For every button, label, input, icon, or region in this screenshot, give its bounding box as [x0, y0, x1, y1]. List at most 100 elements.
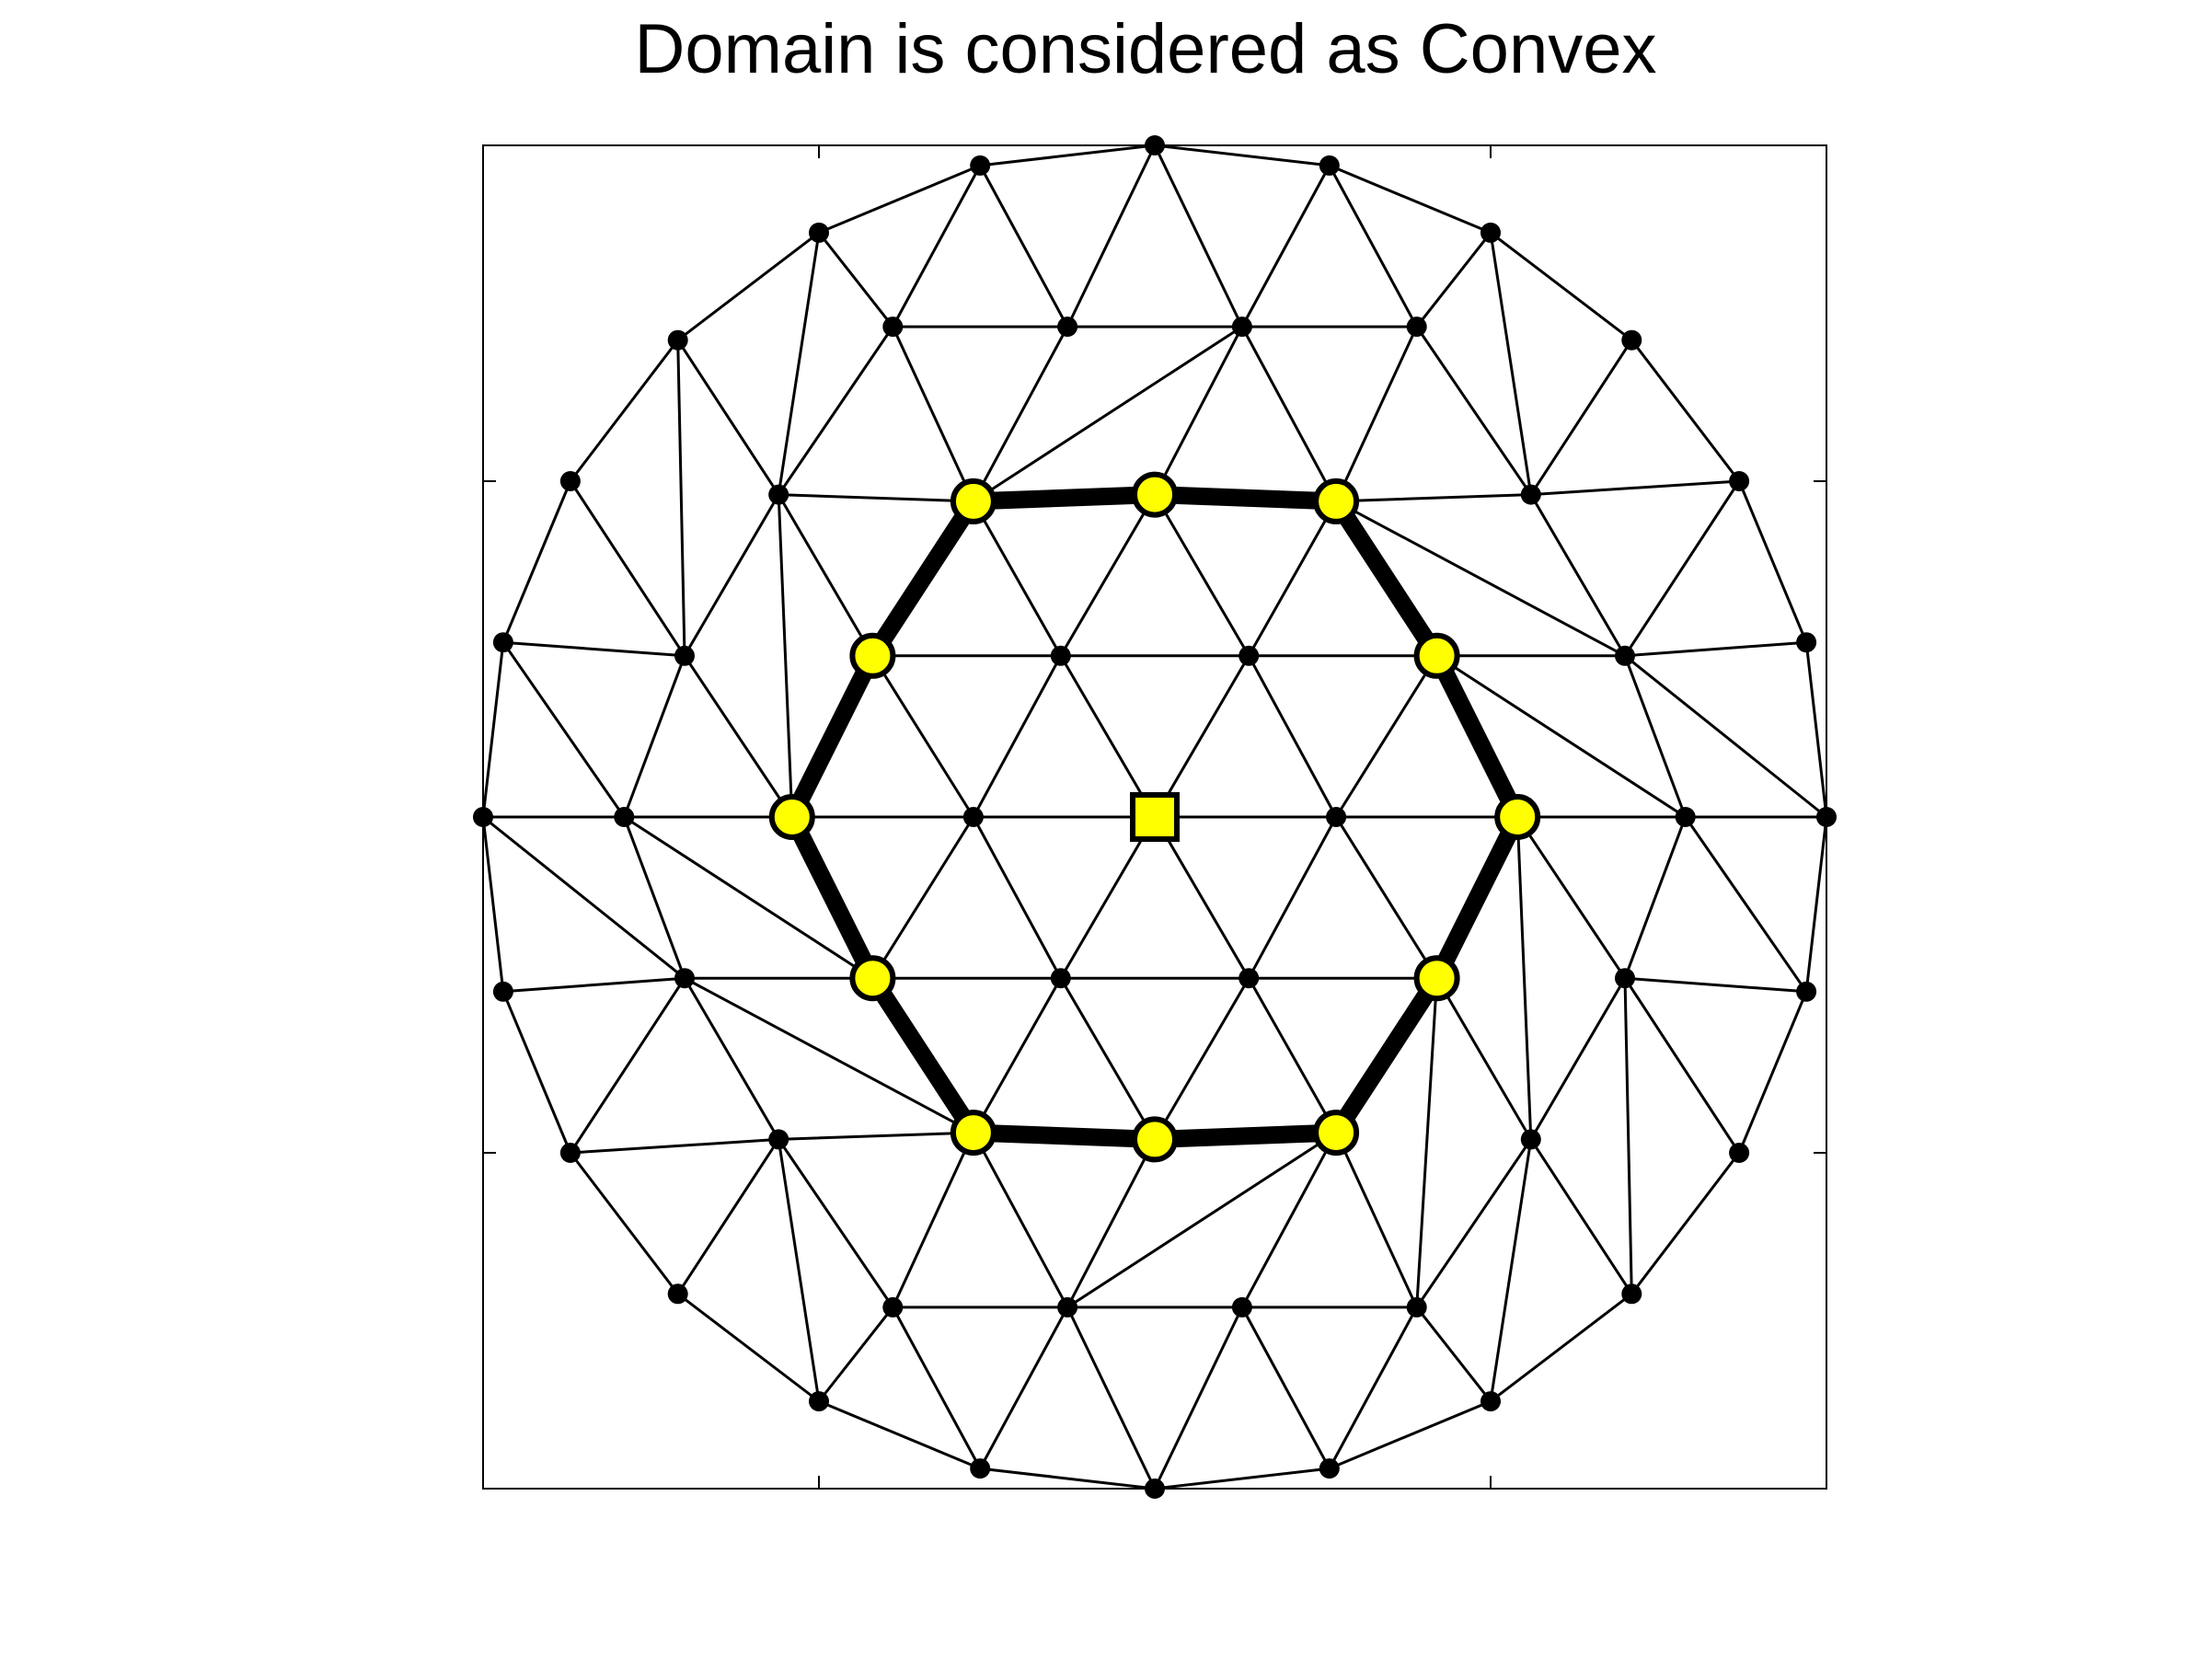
mesh-node: [1050, 968, 1071, 989]
mesh-edge: [1804, 815, 1828, 994]
mesh-edge: [817, 231, 894, 328]
mesh-node: [674, 645, 695, 666]
mesh-edge: [1415, 325, 1533, 497]
mesh-edge: [817, 164, 982, 235]
mesh-edges: [481, 144, 1828, 1490]
mesh-edge: [777, 1131, 975, 1141]
mesh-node: [1796, 981, 1817, 1002]
mesh-edge: [683, 976, 975, 1134]
mesh-node: [1480, 1391, 1501, 1412]
mesh-node: [768, 484, 789, 505]
mesh-node: [1816, 807, 1837, 827]
mesh-edge: [972, 500, 1063, 658]
mesh-edge: [1515, 815, 1533, 1141]
mesh-edge: [1415, 1137, 1533, 1309]
mesh-node: [1621, 1283, 1642, 1305]
mesh-edge: [569, 479, 686, 658]
mesh-edge: [777, 1137, 894, 1309]
mesh-edge: [1328, 1399, 1492, 1470]
mesh-edge: [1623, 479, 1741, 658]
mesh-edge: [1066, 1306, 1157, 1490]
mesh-node: [492, 981, 513, 1002]
mesh-edge: [501, 976, 686, 994]
mesh-edge: [870, 654, 975, 819]
mesh-edge: [1623, 815, 1688, 980]
mesh-edge: [1240, 1306, 1331, 1470]
mesh-edge: [683, 976, 780, 1141]
mesh-edge: [1630, 1151, 1741, 1295]
mesh-node: [1480, 222, 1501, 243]
highlight-node: [1413, 955, 1460, 1002]
mesh-edge: [1334, 815, 1439, 980]
mesh-node: [473, 807, 493, 827]
mesh-node: [667, 329, 688, 351]
mesh-node: [492, 632, 513, 653]
mesh-edge: [891, 1306, 982, 1470]
mesh-edge: [1059, 815, 1157, 980]
highlight-node: [1132, 1116, 1178, 1163]
mesh-node: [1238, 968, 1260, 989]
mesh-edge: [972, 325, 1069, 503]
mesh-edge: [1059, 493, 1157, 658]
mesh-node: [674, 968, 695, 989]
mesh-node: [1231, 316, 1252, 338]
mesh-node: [1326, 807, 1347, 827]
mesh-edge: [569, 1137, 780, 1155]
mesh-edge: [1153, 325, 1244, 497]
mesh-node: [559, 471, 581, 491]
center-square-marker: [1130, 792, 1180, 842]
mesh-edge: [1247, 815, 1338, 980]
mesh-edge: [683, 493, 780, 658]
mesh-edge: [569, 976, 686, 1155]
mesh-node: [667, 1283, 688, 1305]
mesh-edge: [501, 990, 572, 1155]
mesh-edge: [1153, 815, 1250, 980]
mesh-node: [970, 1458, 991, 1479]
highlight-node: [849, 632, 896, 679]
mesh-edge: [972, 325, 1244, 503]
highlight-node: [1313, 478, 1360, 524]
mesh-edge: [891, 325, 975, 503]
mesh-edge: [1529, 493, 1627, 658]
mesh-edge: [569, 1151, 680, 1295]
mesh-node: [1520, 484, 1541, 505]
mesh-edge: [1623, 640, 1808, 658]
figure-title: Domain is considered as Convex: [634, 10, 1657, 88]
mesh-edge: [1415, 231, 1492, 328]
mesh-node: [1145, 1479, 1165, 1499]
mesh-edge: [972, 976, 1063, 1134]
mesh-edge: [1804, 640, 1828, 819]
mesh-edge: [1435, 654, 1688, 819]
mesh-edge: [1623, 654, 1828, 819]
mesh-node: [882, 316, 904, 338]
mesh-edge: [1415, 1306, 1492, 1403]
mesh-node: [1796, 632, 1817, 653]
mesh-edge: [676, 231, 821, 342]
mesh-edge: [622, 815, 686, 980]
mesh-edge: [1623, 976, 1741, 1155]
mesh-edge: [777, 1137, 821, 1403]
mesh-edge: [1153, 1467, 1331, 1490]
mesh-edge: [1247, 654, 1338, 819]
highlight-node: [1494, 794, 1541, 840]
mesh-edge: [972, 1131, 1069, 1309]
mesh-edge: [1737, 479, 1808, 644]
mesh-node: [1675, 807, 1696, 827]
mesh-edge: [1334, 1131, 1419, 1309]
mesh-edge: [978, 1467, 1157, 1490]
highlight-node: [1313, 1110, 1360, 1156]
mesh-edge: [676, 339, 686, 658]
mesh-edge: [1529, 1137, 1633, 1295]
mesh-edge: [676, 1137, 780, 1295]
mesh-edge: [1247, 976, 1338, 1134]
mesh-edge: [1334, 654, 1439, 819]
mesh-edge: [1153, 654, 1250, 819]
mesh-node: [970, 155, 991, 176]
mesh-edge: [1247, 500, 1338, 658]
mesh-node: [1729, 471, 1750, 491]
mesh-node: [1050, 645, 1071, 666]
mesh-node: [559, 1143, 581, 1163]
mesh-edge: [777, 325, 894, 497]
mesh-edge: [972, 815, 1063, 980]
mesh-edge: [1153, 493, 1250, 658]
